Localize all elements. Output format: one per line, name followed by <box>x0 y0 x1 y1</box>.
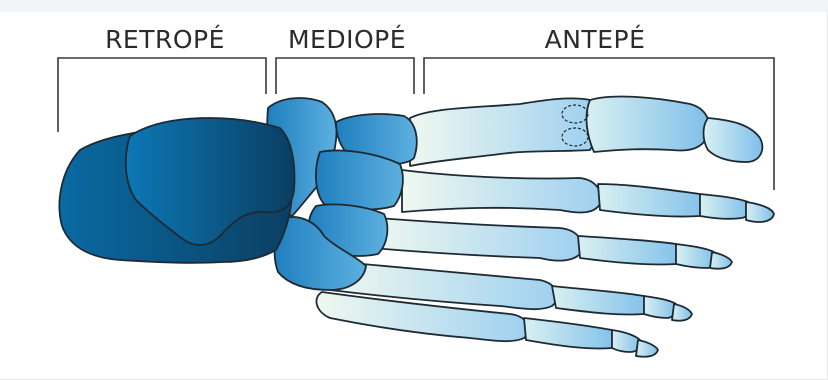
hindfoot-bones <box>59 118 294 263</box>
proximal-phalanx-3 <box>578 236 685 265</box>
proximal-phalanx-4 <box>552 286 652 315</box>
proximal-phalanx-5 <box>524 318 620 349</box>
middle-phalanx-2 <box>700 194 750 219</box>
distal-phalanx-3 <box>710 252 732 269</box>
metatarsal-2 <box>402 170 601 212</box>
bracket-midfoot <box>276 58 414 94</box>
metatarsal-1 <box>410 98 595 166</box>
intermediate-cuneiform <box>316 151 403 210</box>
metatarsal-3 <box>372 218 582 261</box>
distal-phalanx-4 <box>672 304 692 321</box>
distal-phalanx-1 <box>704 118 763 162</box>
distal-phalanx-2 <box>746 202 774 222</box>
proximal-phalanx-1 <box>587 97 710 152</box>
proximal-phalanx-2 <box>598 184 709 217</box>
distal-phalanx-5 <box>636 340 658 357</box>
